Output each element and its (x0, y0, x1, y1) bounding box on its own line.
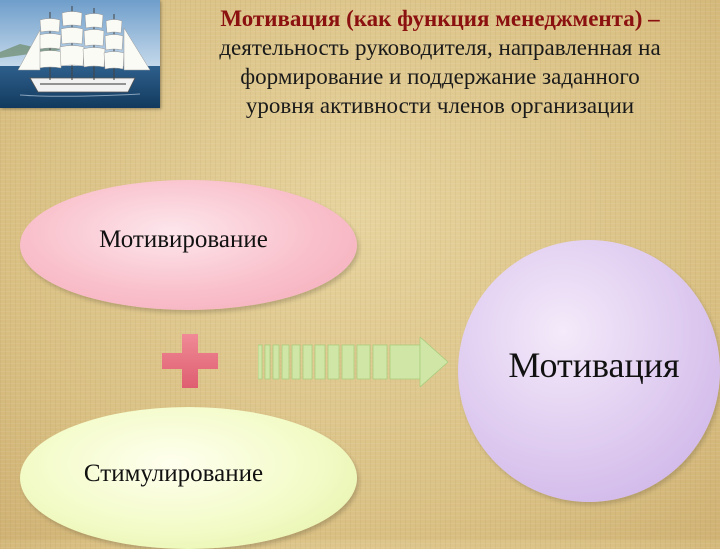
title-term: Мотивация (как функция менеджмента) – (220, 6, 660, 31)
motivirovanie-ellipse: Мотивирование (20, 180, 357, 310)
definition-line-2: формирование и поддержание заданного (240, 64, 640, 89)
stimulirovanie-label: Стимулирование (83, 460, 264, 487)
striped-right-arrow-icon (258, 337, 448, 387)
sailing-ship-image (0, 0, 160, 108)
definition-title: Мотивация (как функция менеджмента) – де… (164, 4, 716, 120)
motivirovanie-label: Мотивирование (99, 226, 268, 253)
plus-icon (162, 334, 218, 388)
definition-line-3: уровня активности членов организации (245, 93, 635, 118)
motivaciya-circle: Мотивация (458, 240, 720, 502)
stimulirovanie-ellipse: Стимулирование (20, 407, 357, 549)
definition-line-1: деятельность руководителя, направленная … (219, 35, 661, 60)
motivaciya-label: Мотивация (508, 345, 680, 385)
